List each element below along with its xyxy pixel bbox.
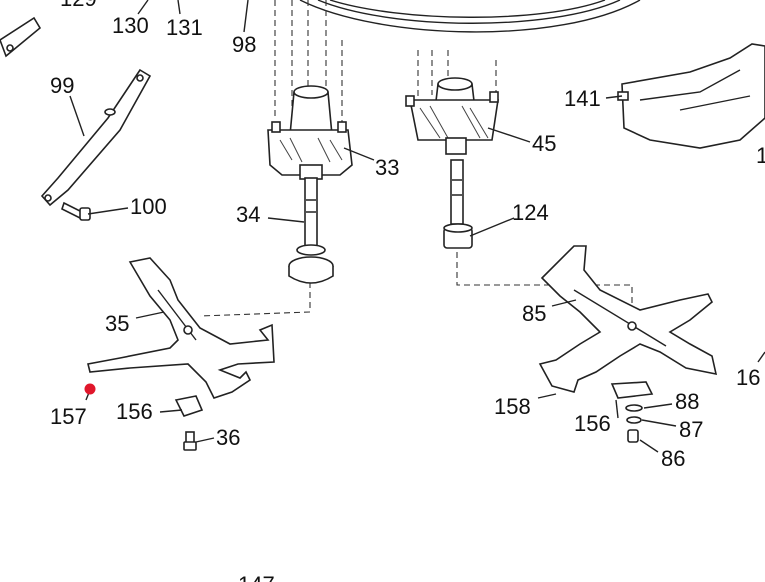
part-33-spindle-housing — [267, 85, 353, 180]
label-36: 36 — [216, 425, 240, 450]
part-35-blade — [87, 257, 275, 399]
label-131: 131 — [166, 15, 203, 40]
label-98: 98 — [232, 32, 256, 57]
part-124-shaft — [443, 159, 473, 249]
part-85-blade — [538, 245, 718, 393]
part-156-plate-right — [610, 381, 654, 399]
part-45-spindle-housing — [405, 77, 499, 155]
label-129: 129 — [60, 0, 97, 11]
leader-lines — [69, 0, 765, 453]
label-157: 157 — [50, 404, 87, 429]
label-86: 86 — [661, 446, 685, 471]
lift-arm-part — [0, 16, 42, 58]
label-141: 141 — [564, 86, 601, 111]
label-100: 100 — [130, 194, 167, 219]
label-147-cut: 147 — [238, 572, 275, 582]
mower-deck-edge — [299, 0, 641, 33]
label-158: 158 — [494, 394, 531, 419]
label-45: 45 — [532, 131, 556, 156]
part-87-washer — [626, 416, 642, 424]
label-124: 124 — [512, 200, 549, 225]
part-36-bolt — [183, 431, 197, 451]
part-88-washer — [625, 404, 643, 412]
part-100-bolt — [61, 201, 91, 221]
label-87: 87 — [679, 417, 703, 442]
part-34-shaft — [288, 177, 334, 284]
part-labels: 129 130 131 98 99 100 141 1 33 34 45 124… — [50, 0, 765, 582]
label-34: 34 — [236, 202, 260, 227]
label-130: 130 — [112, 13, 149, 38]
selection-marker — [84, 383, 96, 395]
label-156-left: 156 — [116, 399, 153, 424]
label-35: 35 — [105, 311, 129, 336]
label-33: 33 — [375, 155, 399, 180]
part-141-cover — [617, 43, 765, 149]
part-156-plate-left — [174, 395, 204, 417]
label-1-cut: 1 — [756, 143, 765, 168]
label-156-right: 156 — [574, 411, 611, 436]
part-99-bracket — [40, 68, 152, 207]
label-88: 88 — [675, 389, 699, 414]
label-85: 85 — [522, 301, 546, 326]
label-16-cut: 16 — [736, 365, 760, 390]
part-86-bolt — [627, 429, 639, 443]
label-99: 99 — [50, 73, 74, 98]
